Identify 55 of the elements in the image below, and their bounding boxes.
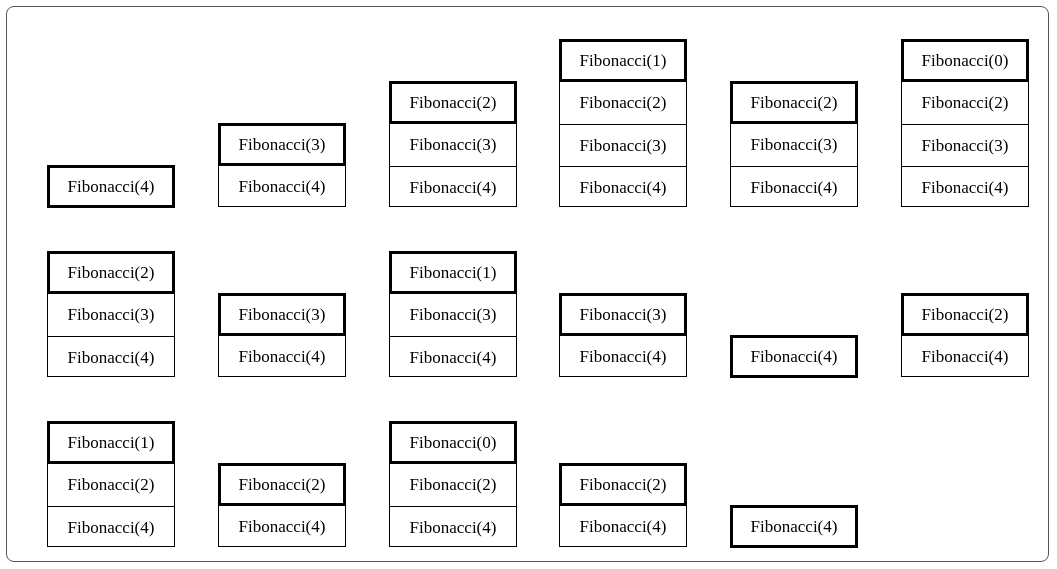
- stack-frame: Fibonacci(4): [48, 336, 174, 378]
- stack-frame: Fibonacci(2): [390, 464, 516, 506]
- active-stack-frame: Fibonacci(2): [389, 81, 517, 124]
- stack-frame: Fibonacci(4): [560, 166, 686, 208]
- stack-frame: Fibonacci(4): [48, 506, 174, 548]
- active-stack-frame: Fibonacci(2): [47, 251, 175, 294]
- call-stack: [218, 463, 346, 547]
- stack-frame: Fibonacci(2): [902, 82, 1028, 124]
- stack-frame: Fibonacci(4): [560, 506, 686, 548]
- active-stack-frame: Fibonacci(2): [901, 293, 1029, 336]
- call-stack: [559, 293, 687, 377]
- stack-frame: Fibonacci(3): [731, 124, 857, 166]
- stack-frame: Fibonacci(4): [219, 166, 345, 208]
- active-stack-frame: Fibonacci(0): [901, 39, 1029, 82]
- active-stack-frame: Fibonacci(4): [730, 335, 858, 378]
- active-stack-frame: Fibonacci(2): [559, 463, 687, 506]
- active-stack-frame: Fibonacci(1): [47, 421, 175, 464]
- stack-frame: Fibonacci(3): [390, 294, 516, 336]
- active-stack-frame: Fibonacci(3): [218, 123, 346, 166]
- call-stack: [218, 123, 346, 207]
- call-stack: [389, 81, 517, 207]
- stack-frame: Fibonacci(4): [390, 506, 516, 548]
- stack-frame: Fibonacci(4): [219, 506, 345, 548]
- active-stack-frame: Fibonacci(1): [559, 39, 687, 82]
- stack-frame: Fibonacci(3): [902, 124, 1028, 166]
- active-stack-frame: Fibonacci(1): [389, 251, 517, 294]
- active-stack-frame: Fibonacci(2): [218, 463, 346, 506]
- stack-frame: Fibonacci(4): [219, 336, 345, 378]
- stack-frame: Fibonacci(3): [390, 124, 516, 166]
- active-stack-frame: Fibonacci(4): [47, 165, 175, 208]
- stack-frame: Fibonacci(2): [560, 82, 686, 124]
- active-stack-frame: Fibonacci(2): [730, 81, 858, 124]
- stack-frame: Fibonacci(3): [48, 294, 174, 336]
- active-stack-frame: Fibonacci(3): [559, 293, 687, 336]
- call-stack: [47, 421, 175, 547]
- active-stack-frame: Fibonacci(0): [389, 421, 517, 464]
- stack-frame: Fibonacci(4): [902, 166, 1028, 208]
- call-stack: [901, 39, 1029, 207]
- call-stack: [730, 81, 858, 207]
- call-stack: [389, 421, 517, 547]
- stack-frame: Fibonacci(4): [731, 166, 857, 208]
- stack-frame: Fibonacci(4): [390, 166, 516, 208]
- active-stack-frame: Fibonacci(4): [730, 505, 858, 548]
- stack-frame: Fibonacci(3): [560, 124, 686, 166]
- call-stack: [47, 251, 175, 377]
- call-stack: [559, 39, 687, 207]
- call-stack: [389, 251, 517, 377]
- stack-frame: Fibonacci(4): [902, 336, 1028, 378]
- stack-frame: Fibonacci(4): [560, 336, 686, 378]
- call-stack: [559, 463, 687, 547]
- call-stack: [218, 293, 346, 377]
- call-stack: [901, 293, 1029, 377]
- stack-frame: Fibonacci(4): [390, 336, 516, 378]
- stack-frame: Fibonacci(2): [48, 464, 174, 506]
- active-stack-frame: Fibonacci(3): [218, 293, 346, 336]
